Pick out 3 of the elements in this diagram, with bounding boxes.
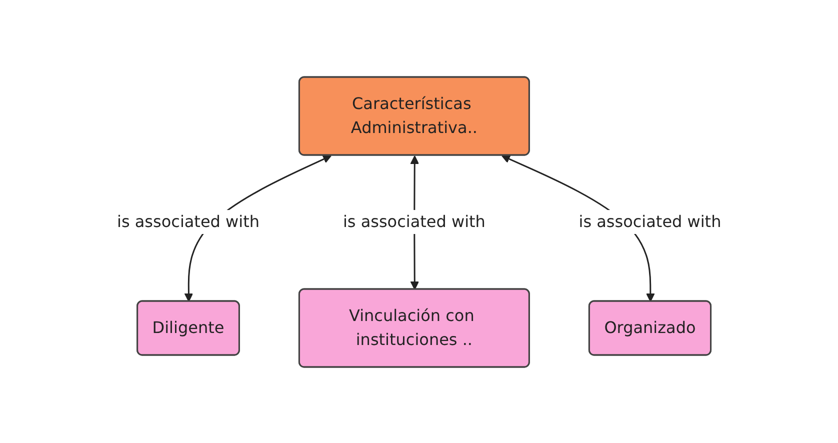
edge-label: is associated with bbox=[578, 211, 722, 230]
edge-label: is associated with bbox=[342, 211, 486, 230]
edge-label: is associated with bbox=[116, 211, 260, 230]
